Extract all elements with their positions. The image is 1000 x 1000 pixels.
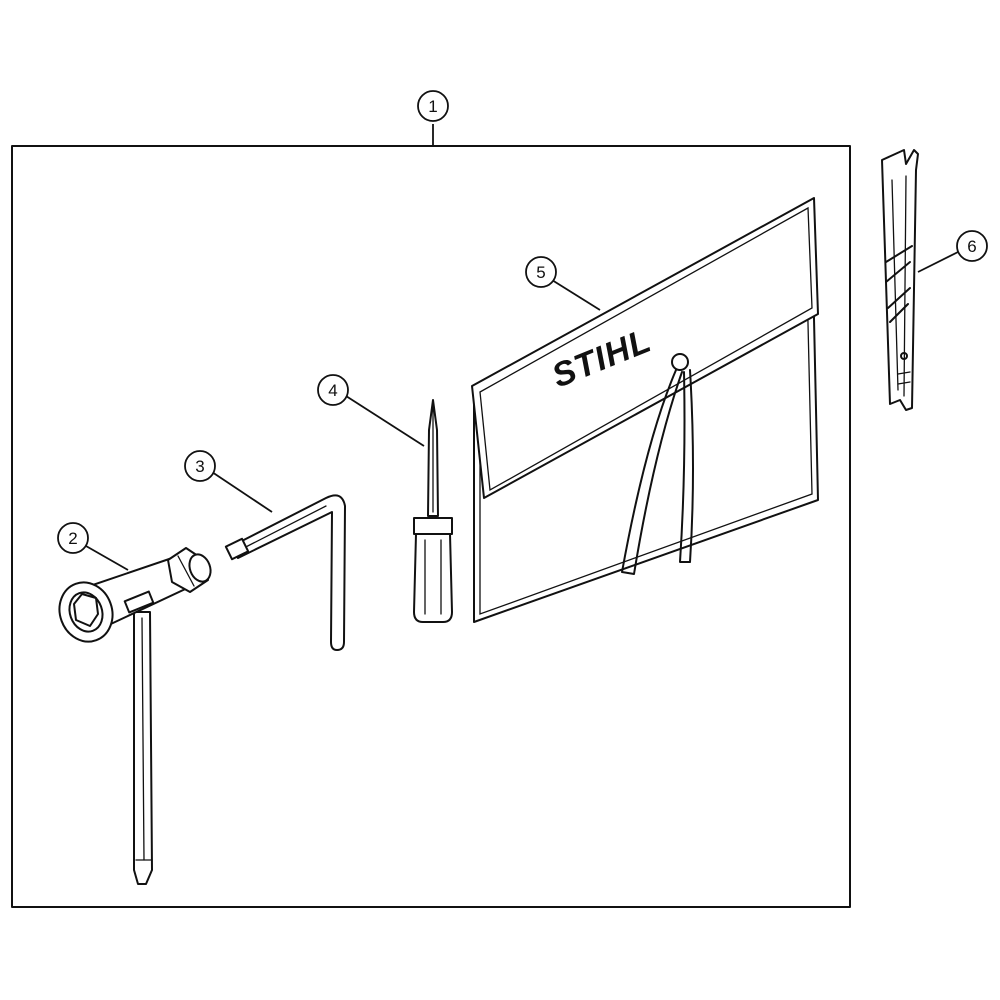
callout-3-label: 3 <box>195 457 204 476</box>
callout-2-label: 2 <box>68 529 77 548</box>
callout-2[interactable]: 2 <box>57 522 129 571</box>
callout-5-label: 5 <box>536 263 545 282</box>
callout-1-label: 1 <box>428 97 437 116</box>
screwdriver[interactable] <box>413 399 453 623</box>
callout-5[interactable]: 5 <box>525 256 601 311</box>
callout-6-label: 6 <box>967 237 976 256</box>
callout-6[interactable]: 6 <box>917 230 988 273</box>
callout-4[interactable]: 4 <box>317 374 425 447</box>
callout-3[interactable]: 3 <box>184 450 273 513</box>
callout-1[interactable]: 1 <box>417 90 449 146</box>
hex-key[interactable] <box>224 494 346 651</box>
callout-4-label: 4 <box>328 381 337 400</box>
tool-kit-frame <box>11 145 851 908</box>
tool-pouch[interactable]: STIHL <box>471 197 819 623</box>
file-holder-tool[interactable] <box>881 149 919 411</box>
combination-wrench[interactable] <box>51 547 214 885</box>
